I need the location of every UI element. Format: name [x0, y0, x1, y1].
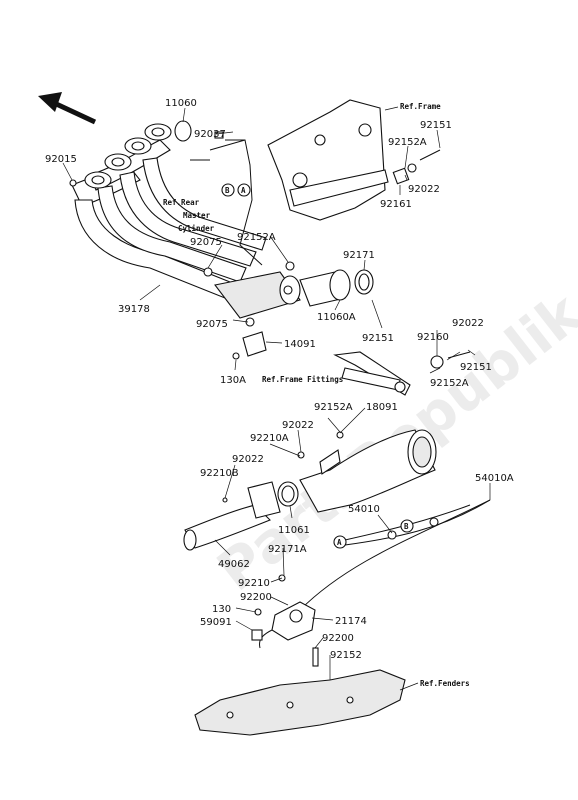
label-ref-frame: Ref.Frame: [400, 102, 441, 111]
label-14091: 14091: [284, 339, 316, 350]
marker-a-bottom: A: [333, 535, 347, 549]
nut-92022: [297, 451, 305, 459]
heat-guard-14091: [242, 331, 267, 357]
label-39178: 39178: [118, 304, 150, 315]
label-ref-frame-fittings: Ref.Frame Fittings: [262, 375, 343, 384]
label-92022-mid: 92022: [452, 318, 484, 329]
marker-b-bottom: B: [400, 519, 414, 533]
front-direction-arrow-icon: [38, 92, 97, 125]
gasket-11060: [174, 120, 192, 142]
label-11061: 11061: [278, 525, 310, 536]
label-18091: 18091: [366, 402, 398, 413]
marker-a-top: A: [237, 183, 251, 197]
label-92152: 92152: [330, 650, 362, 661]
rear-master-cylinder-line: [190, 139, 263, 266]
valve-actuator-21174: [251, 601, 316, 649]
label-92152A-right: 92152A: [430, 378, 469, 389]
leader-lines: [62, 106, 491, 691]
valve-actuator-cables: [299, 499, 491, 611]
nut-92075: [203, 267, 213, 277]
svg-text:A: A: [241, 186, 246, 195]
label-92200-bot: 92200: [322, 633, 354, 644]
bolt-130A: [232, 352, 240, 360]
muffler-18091: [299, 429, 437, 513]
label-54010: 54010: [348, 504, 380, 515]
label-ref-rear: Ref.Rear: [163, 198, 200, 207]
label-92022-low2: 92022: [232, 454, 264, 465]
label-54010A: 54010A: [475, 473, 514, 484]
label-92210: 92210: [238, 578, 270, 589]
label-92151-right: 92151: [460, 362, 492, 373]
label-92152A-mid: 92152A: [237, 232, 276, 243]
label-92037: 92037: [194, 129, 226, 140]
label-ref-cylinder: Cylinder: [178, 224, 215, 233]
connector-pipe: [299, 269, 374, 307]
label-11060: 11060: [165, 98, 197, 109]
label-92022-low: 92022: [282, 420, 314, 431]
label-92161: 92161: [380, 199, 412, 210]
washer-92152A: [285, 261, 295, 271]
label-92210B: 92210B: [200, 468, 239, 479]
label-59091: 59091: [200, 617, 232, 628]
label-92151-top: 92151: [420, 120, 452, 131]
washer-92210B: [222, 497, 228, 503]
frame-reference-bracket: [267, 99, 441, 221]
clamp-92037: [214, 131, 224, 139]
label-92022-top: 92022: [408, 184, 440, 195]
svg-text:B: B: [225, 186, 230, 195]
exhaust-header-pipes: [71, 123, 301, 319]
muffler-hanger-bracket: [333, 351, 471, 396]
label-92160: 92160: [417, 332, 449, 343]
label-92075-top: 92075: [190, 237, 222, 248]
label-21174: 21174: [335, 616, 367, 627]
label-92152A-top: 92152A: [388, 137, 427, 148]
svg-text:B: B: [404, 522, 409, 531]
undercover-fender: [194, 669, 406, 736]
link-pipe-49062: [183, 481, 281, 551]
label-92171: 92171: [343, 250, 375, 261]
label-92151-mid: 92151: [362, 333, 394, 344]
label-130A: 130A: [220, 375, 246, 386]
label-92075-bot: 92075: [196, 319, 228, 330]
label-92152A-low: 92152A: [314, 402, 353, 413]
label-92015: 92015: [45, 154, 77, 165]
label-ref-master: Master: [183, 211, 211, 220]
label-ref-fenders: Ref.Fenders: [420, 679, 470, 688]
label-92171A: 92171A: [268, 544, 307, 555]
label-49062: 49062: [218, 559, 250, 570]
svg-text:A: A: [337, 538, 342, 547]
label-130: 130: [212, 604, 231, 615]
marker-b-top: B: [221, 183, 235, 197]
nut-92015: [69, 179, 77, 187]
label-92200-top: 92200: [240, 592, 272, 603]
label-11060A: 11060A: [317, 312, 356, 323]
label-92210A: 92210A: [250, 433, 289, 444]
